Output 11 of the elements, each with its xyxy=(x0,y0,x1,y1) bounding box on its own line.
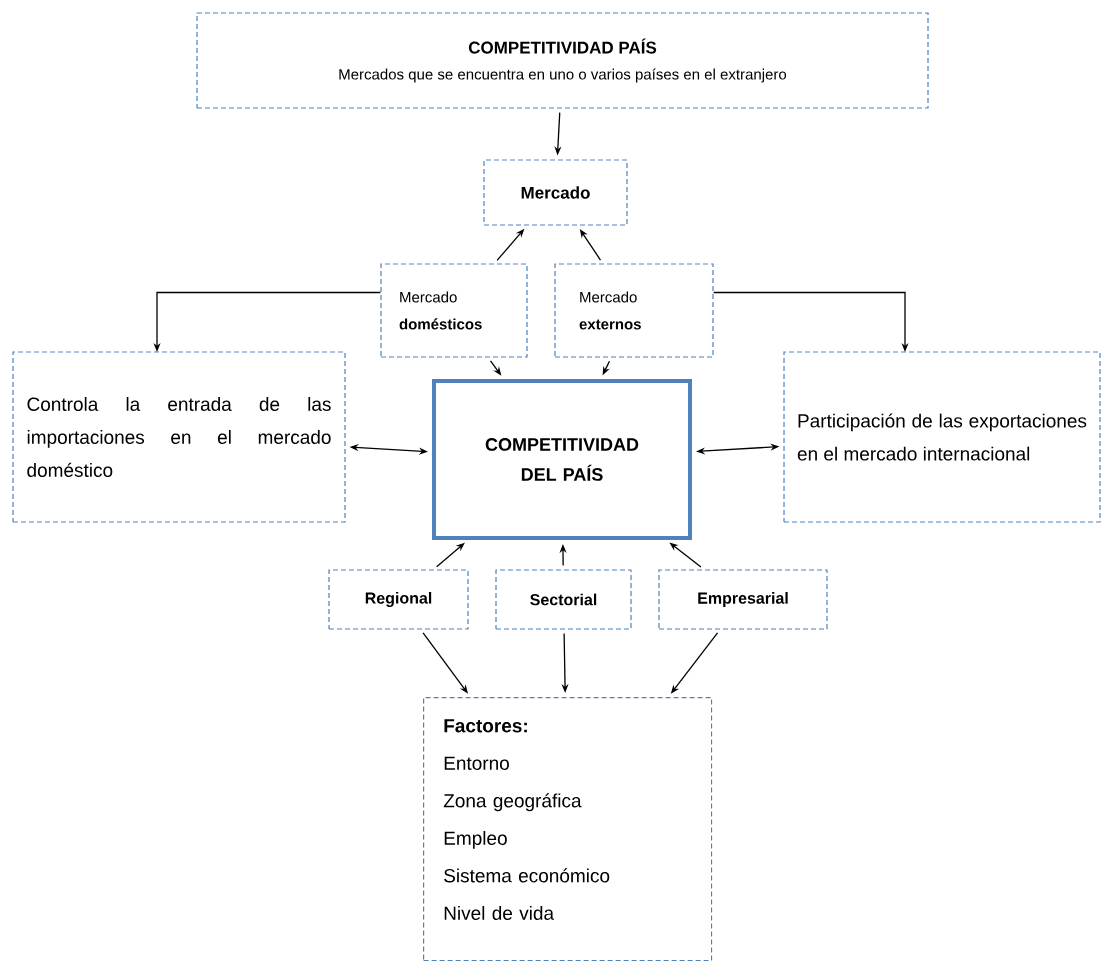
process-box: Mercado xyxy=(483,159,628,226)
process-box: Empresarial xyxy=(658,569,828,630)
process-box: Mercado externos xyxy=(554,263,714,358)
process-box: Mercado domésticos xyxy=(380,263,528,358)
process-box: Controla la entrada de las importaciones en el mercado doméstico xyxy=(12,351,346,523)
factors-box: Factores: Entorno Zona geográfica Empleo Sistema económico Nivel de vida xyxy=(423,697,713,961)
main-box: COMPETITIVIDAD DEL PAÍS xyxy=(432,379,692,540)
process-box: Sectorial xyxy=(495,569,632,630)
process-box: Regional xyxy=(328,569,469,630)
process-box: Participación de las exportaciones en el mercado internacional xyxy=(783,351,1101,523)
title-box: COMPETITIVIDAD PAÍS Mercados que se encuentra en uno o varios países en el extranjero xyxy=(196,12,929,109)
